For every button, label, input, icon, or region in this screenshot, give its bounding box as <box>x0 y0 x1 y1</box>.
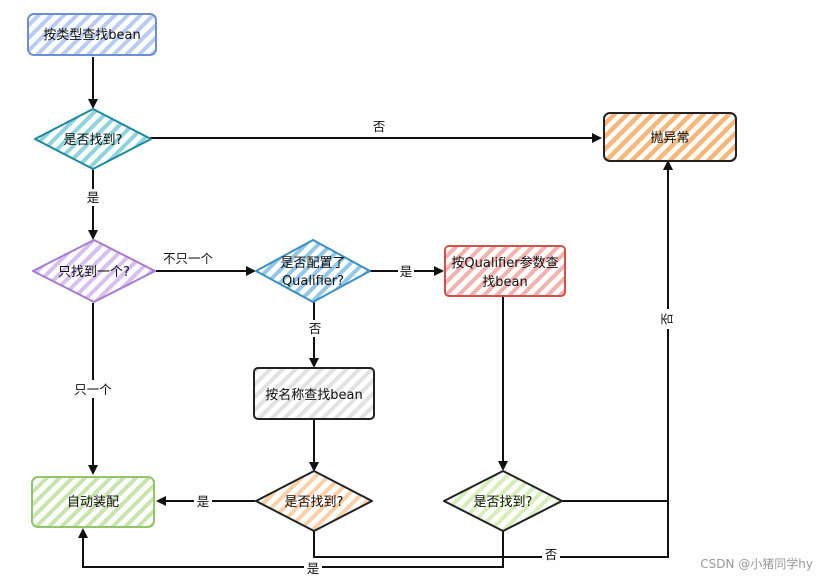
edge-found3-yes-to-autowire <box>78 528 504 568</box>
edge-found2-no-to-throw <box>313 501 669 558</box>
node-find-by-qualifier: 按Qualifier参数查 找bean <box>444 245 566 297</box>
node-found-1-label: 是否找到? <box>64 133 123 148</box>
node-qualifier-configured: 是否配置了 Qualifier? <box>255 239 371 303</box>
edge-label-not-only-one: 不只一个 <box>163 251 214 266</box>
edge-label-only-one: 只一个 <box>74 382 112 397</box>
edge-label-found1-yes: 是 <box>87 190 100 205</box>
node-find-by-name: 按名称查找bean <box>253 367 375 420</box>
edge-label-qualifier-no: 否 <box>309 321 322 336</box>
edge-label-found2-yes: 是 <box>197 494 210 509</box>
edge-label-found2-no: 否 <box>545 547 558 562</box>
node-found-3-label: 是否找到? <box>474 495 533 510</box>
node-only-one-label: 只找到一个? <box>58 265 130 280</box>
node-qualifier-line2: Qualifier? <box>282 274 344 289</box>
edge-label-found3-yes: 是 <box>307 561 320 576</box>
node-autowire: 自动装配 <box>31 476 155 528</box>
node-throw-exception: 抛异常 <box>603 112 737 162</box>
node-found-3: 是否找到? <box>443 470 563 532</box>
edge-label-qualifier-yes: 是 <box>400 264 413 279</box>
node-qualifier-line1: 是否配置了 <box>280 256 345 271</box>
edge-found3-to-throw <box>560 160 673 502</box>
node-found-1: 是否找到? <box>34 108 152 170</box>
node-find-by-type: 按类型查找bean <box>27 13 157 56</box>
node-found-2: 是否找到? <box>255 470 373 532</box>
node-find-by-name-label: 按名称查找bean <box>265 387 362 403</box>
node-throw-exception-label: 抛异常 <box>650 131 689 146</box>
edge-label-found1-no: 否 <box>373 119 386 134</box>
edge-label-found3-no: 否 <box>660 313 675 326</box>
node-autowire-label: 自动装配 <box>67 495 119 510</box>
watermark: CSDN @小猪同学hy <box>700 556 813 571</box>
node-find-by-qualifier-line2: 找bean <box>482 275 527 290</box>
node-find-by-type-label: 按类型查找bean <box>43 28 140 43</box>
edge-labels: 否 是 不只一个 只一个 是 否 是 是 否 否 <box>70 118 678 576</box>
node-found-2-label: 是否找到? <box>285 495 344 510</box>
node-find-by-qualifier-line1: 按Qualifier参数查 <box>451 255 558 271</box>
node-only-one: 只找到一个? <box>32 239 156 303</box>
